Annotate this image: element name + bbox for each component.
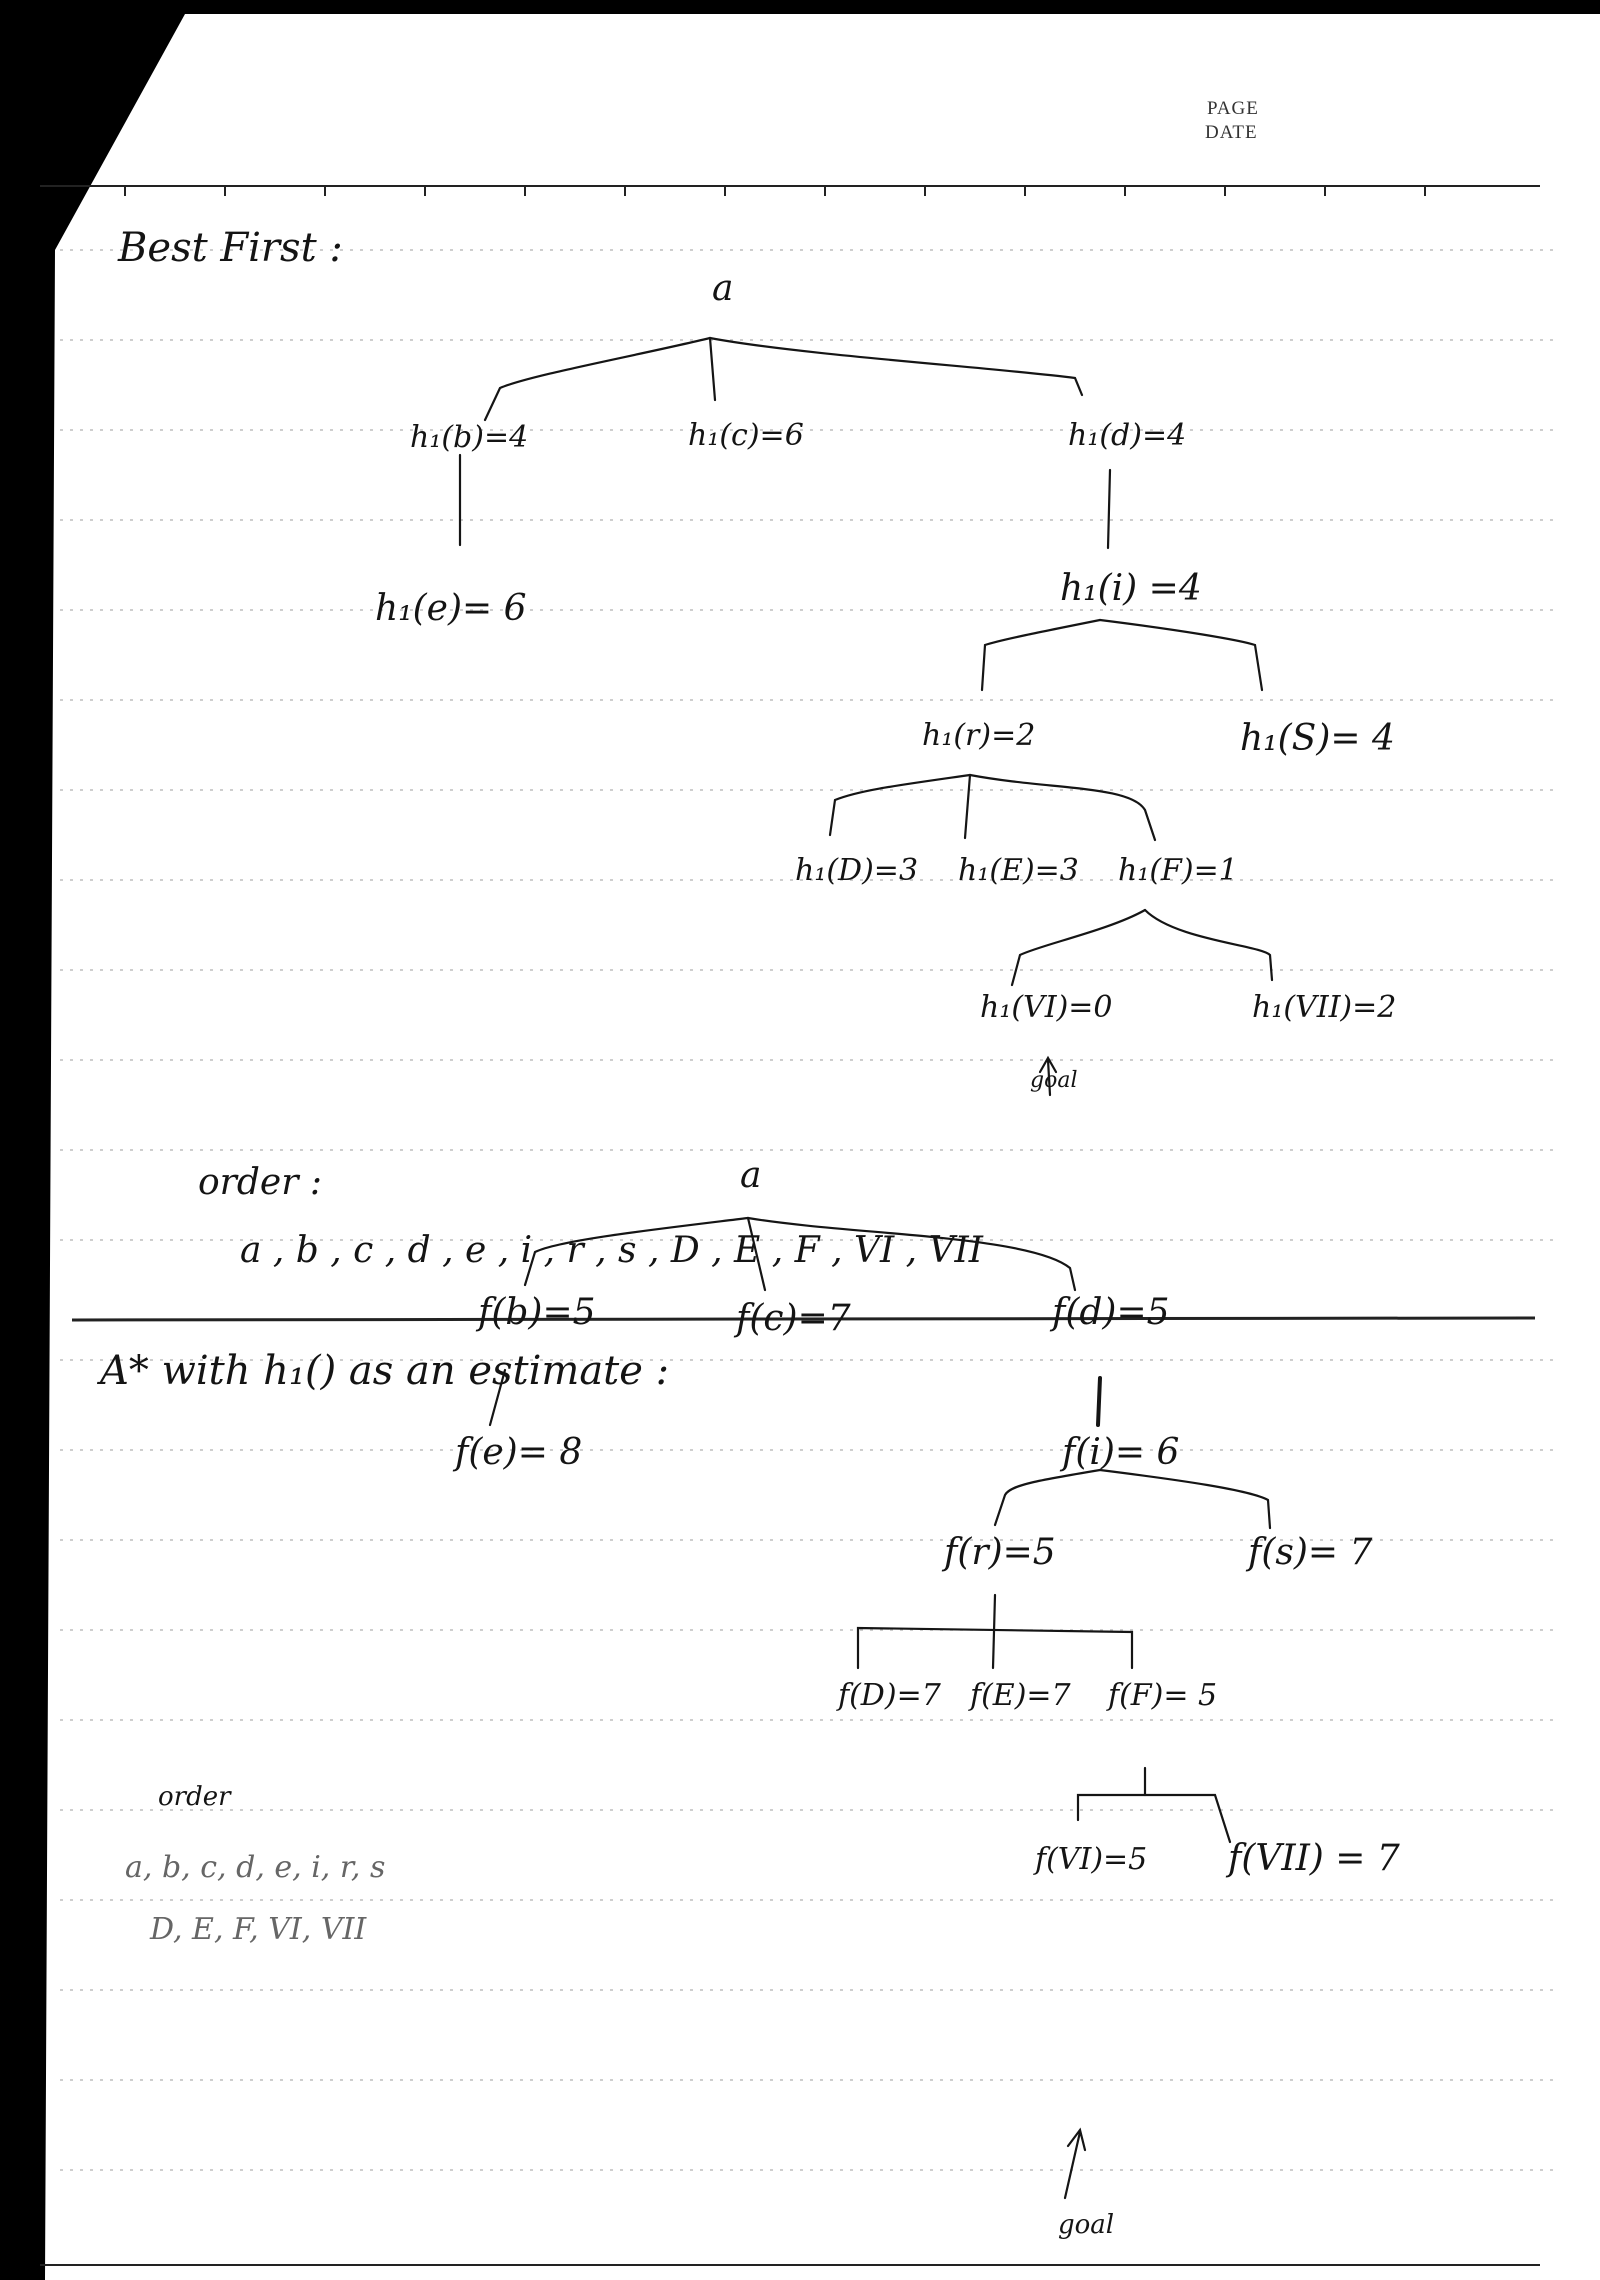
bf-node-VI: h₁(VI)=0 (980, 990, 1113, 1025)
astar-title: A* with h₁() as an estimate : (100, 1348, 670, 1394)
bf-order-label: order : (198, 1162, 323, 1203)
astar-node-i: f(i)= 6 (1062, 1432, 1180, 1473)
best-first-title: Best First : (118, 225, 343, 271)
bf-order-value: a , b , c , d , e , i , r , s , D , E , … (240, 1230, 983, 1271)
date-label: DATE (1205, 122, 1258, 143)
bf-node-i: h₁(i) =4 (1060, 568, 1202, 609)
bf-root-node: a (712, 268, 734, 309)
bf-node-e: h₁(e)= 6 (375, 588, 527, 629)
astar-node-e: f(e)= 8 (455, 1432, 583, 1473)
bf-node-b: h₁(b)=4 (410, 420, 529, 455)
bf-node-c: h₁(c)=6 (688, 418, 804, 453)
bf-node-F: h₁(F)=1 (1118, 853, 1238, 888)
astar-order-line1: a, b, c, d, e, i, r, s (125, 1850, 386, 1885)
bf-node-D: h₁(D)=3 (795, 853, 919, 888)
astar-root-node: a (740, 1155, 762, 1196)
astar-node-F: f(F)= 5 (1108, 1678, 1218, 1713)
bf-node-r: h₁(r)=2 (922, 718, 1036, 753)
astar-node-b: f(b)=5 (478, 1292, 596, 1333)
astar-node-D: f(D)=7 (838, 1678, 941, 1713)
bf-goal-label: goal (1030, 1068, 1078, 1093)
astar-order-label: order (158, 1782, 231, 1812)
astar-goal-label: goal (1058, 2210, 1115, 2240)
astar-order-line2: D, E, F, VI, VII (150, 1912, 367, 1947)
astar-node-E: f(E)=7 (970, 1678, 1071, 1713)
astar-node-c: f(c)=7 (736, 1298, 851, 1339)
astar-node-VI: f(VI)=5 (1035, 1842, 1148, 1877)
bf-node-d: h₁(d)=4 (1068, 418, 1187, 453)
page-label: PAGE (1207, 98, 1259, 119)
astar-node-VII: f(VII) = 7 (1228, 1838, 1400, 1879)
bf-node-VII: h₁(VII)=2 (1252, 990, 1397, 1025)
bf-node-s: h₁(S)= 4 (1240, 718, 1395, 759)
astar-node-s: f(s)= 7 (1248, 1532, 1373, 1573)
astar-node-r: f(r)=5 (944, 1532, 1056, 1573)
astar-node-d: f(d)=5 (1052, 1292, 1170, 1333)
bf-node-E: h₁(E)=3 (958, 853, 1079, 888)
